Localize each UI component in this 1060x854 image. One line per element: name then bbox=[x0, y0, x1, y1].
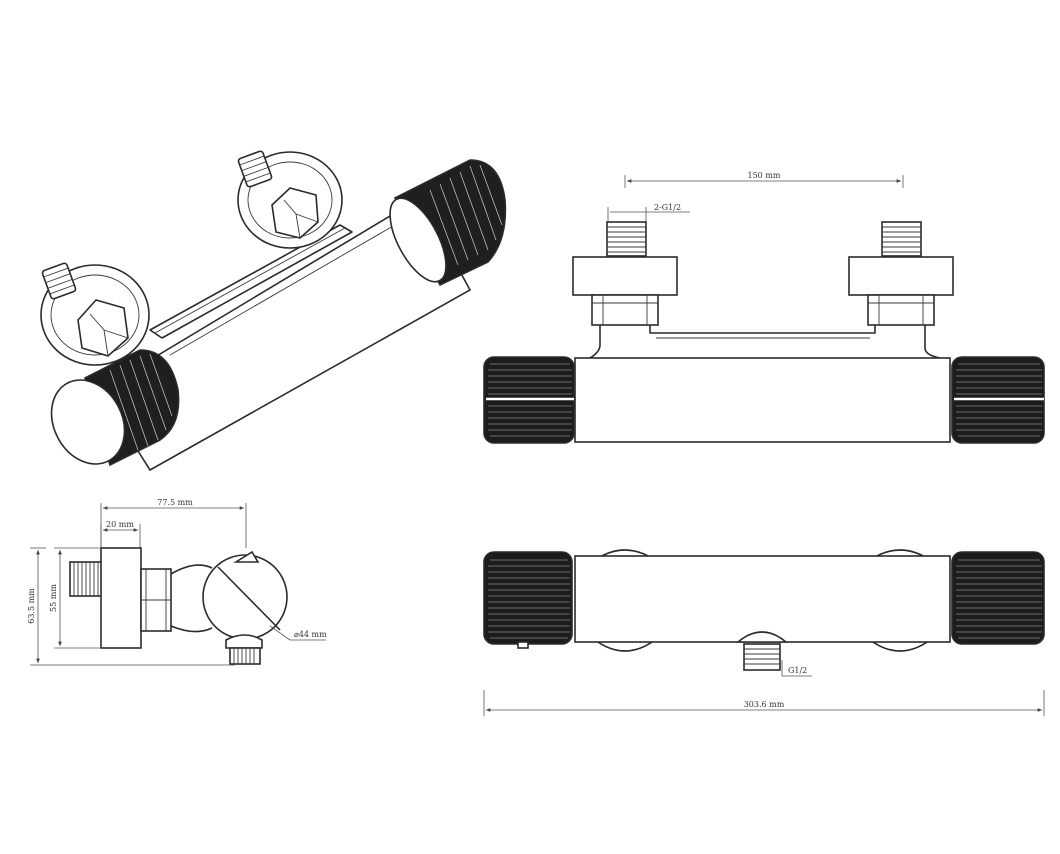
front-view: G1/2 303.6 mm bbox=[483, 549, 1045, 716]
iso-knob-left bbox=[50, 349, 180, 467]
front-outlet bbox=[735, 631, 789, 671]
side-view: 77.5 mm 20 mm 63.5 mm 55 mm bbox=[27, 498, 327, 666]
top-view: 150 mm 2-G1/2 bbox=[483, 171, 1045, 444]
front-pin bbox=[517, 641, 529, 649]
height-body-label: 55 mm bbox=[49, 584, 58, 612]
inlet-thread-label: 2-G1/2 bbox=[654, 203, 681, 212]
depth-label: 77.5 mm bbox=[157, 498, 193, 507]
isometric-view bbox=[40, 150, 507, 472]
height-total-label: 63.5 mm bbox=[27, 588, 36, 624]
outlet-thread-label: G1/2 bbox=[788, 666, 807, 675]
inlet-spacing-label: 150 mm bbox=[748, 171, 781, 180]
top-inlet-left bbox=[572, 221, 678, 326]
front-knob-right bbox=[951, 551, 1045, 645]
top-knob-right bbox=[951, 356, 1045, 444]
side-wall-plate bbox=[100, 547, 142, 649]
knob-diameter-label: ⌀44 mm bbox=[294, 630, 327, 639]
side-inlet-thread bbox=[69, 561, 103, 597]
iso-rail bbox=[149, 224, 353, 339]
iso-inlet-back bbox=[237, 150, 343, 249]
side-connector bbox=[170, 564, 213, 633]
side-nut bbox=[140, 568, 172, 632]
side-knob bbox=[202, 550, 288, 640]
side-outlet bbox=[225, 634, 263, 665]
iso-knob-right bbox=[389, 159, 507, 287]
overall-length-label: 303.6 mm bbox=[744, 700, 785, 709]
wall-plate-label: 20 mm bbox=[106, 520, 134, 529]
iso-inlet-front bbox=[40, 262, 150, 366]
top-knob-left bbox=[483, 356, 575, 444]
front-body bbox=[574, 555, 951, 643]
top-body bbox=[574, 357, 951, 443]
top-inlet-right bbox=[848, 221, 954, 326]
top-rail bbox=[589, 325, 941, 359]
front-knob-left bbox=[483, 551, 573, 645]
